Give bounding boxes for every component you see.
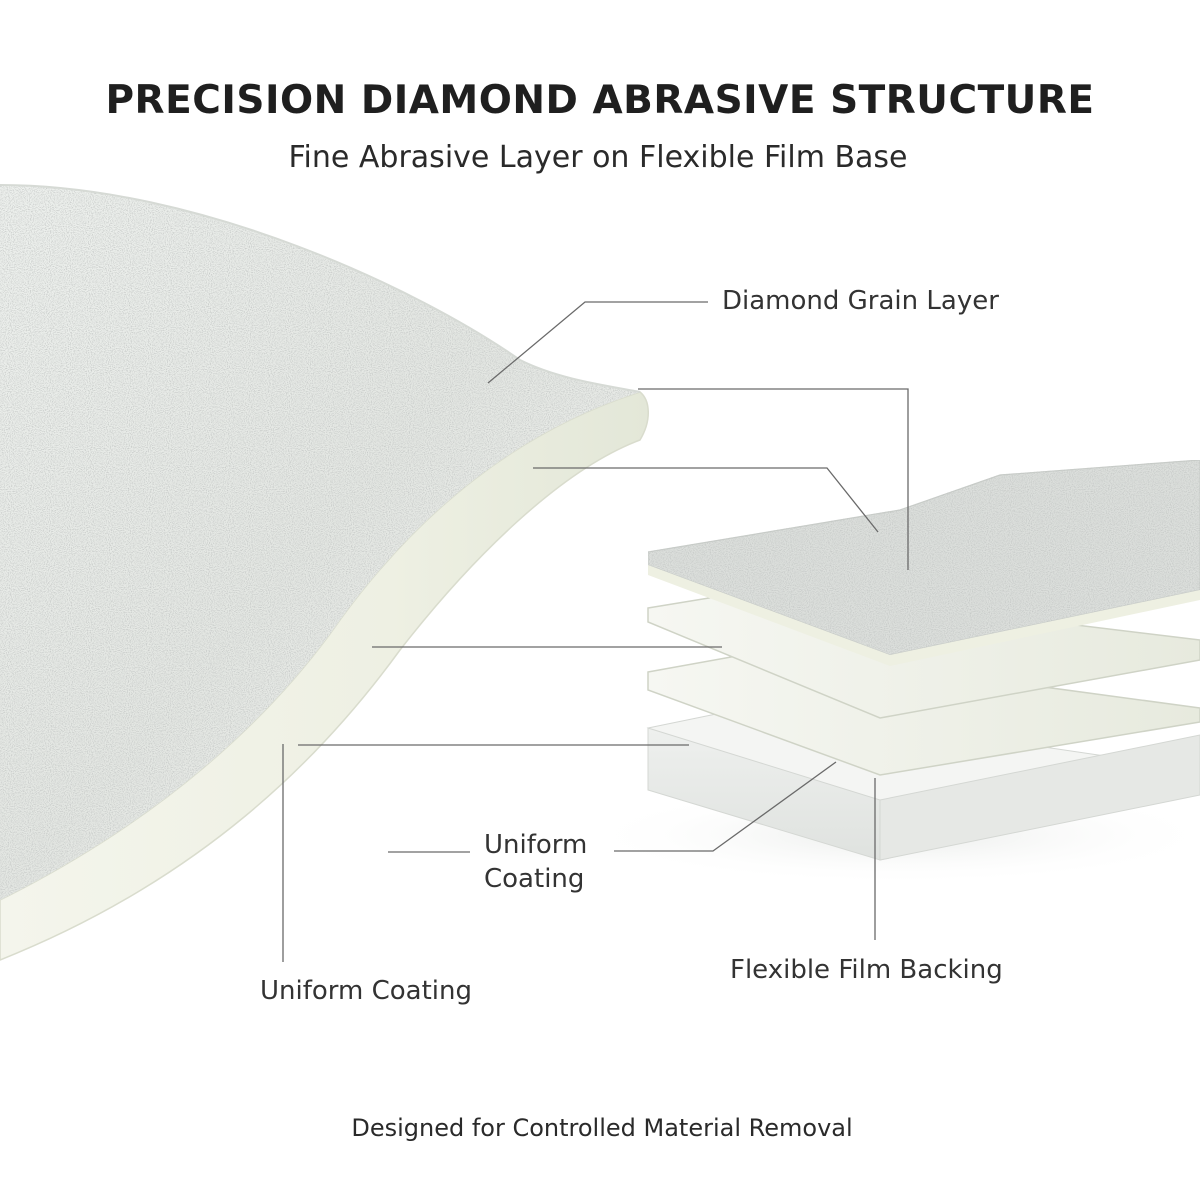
diamond-grain-edge [648, 565, 1200, 666]
leader-top-layer [638, 388, 909, 570]
label-diamond-grain-layer: Diamond Grain Layer [722, 286, 999, 316]
leader-inner-curve [533, 467, 879, 533]
page-title: PRECISION DIAMOND ABRASIVE STRUCTURE [105, 78, 1095, 123]
left-sheet-rim [0, 184, 641, 393]
leader-lines [282, 301, 909, 962]
label-uniform-coating-center: Uniform Coating [484, 828, 587, 896]
backing-block-side [879, 734, 1200, 861]
footer-tagline: Designed for Controlled Material Removal [351, 1114, 853, 1142]
page-subtitle: Fine Abrasive Layer on Flexible Film Bas… [288, 140, 908, 175]
label-uniform-coating-left: Uniform Coating [260, 976, 473, 1006]
label-uniform-coating-center-line2: Coating [484, 864, 585, 894]
left-sheet-surface [0, 185, 640, 900]
label-uniform-coating-center-line1: Uniform [484, 830, 588, 860]
leader-coating-center-right [614, 761, 837, 852]
label-flexible-film-backing: Flexible Film Backing [730, 955, 1003, 985]
leader-diamond-grain [487, 301, 708, 384]
